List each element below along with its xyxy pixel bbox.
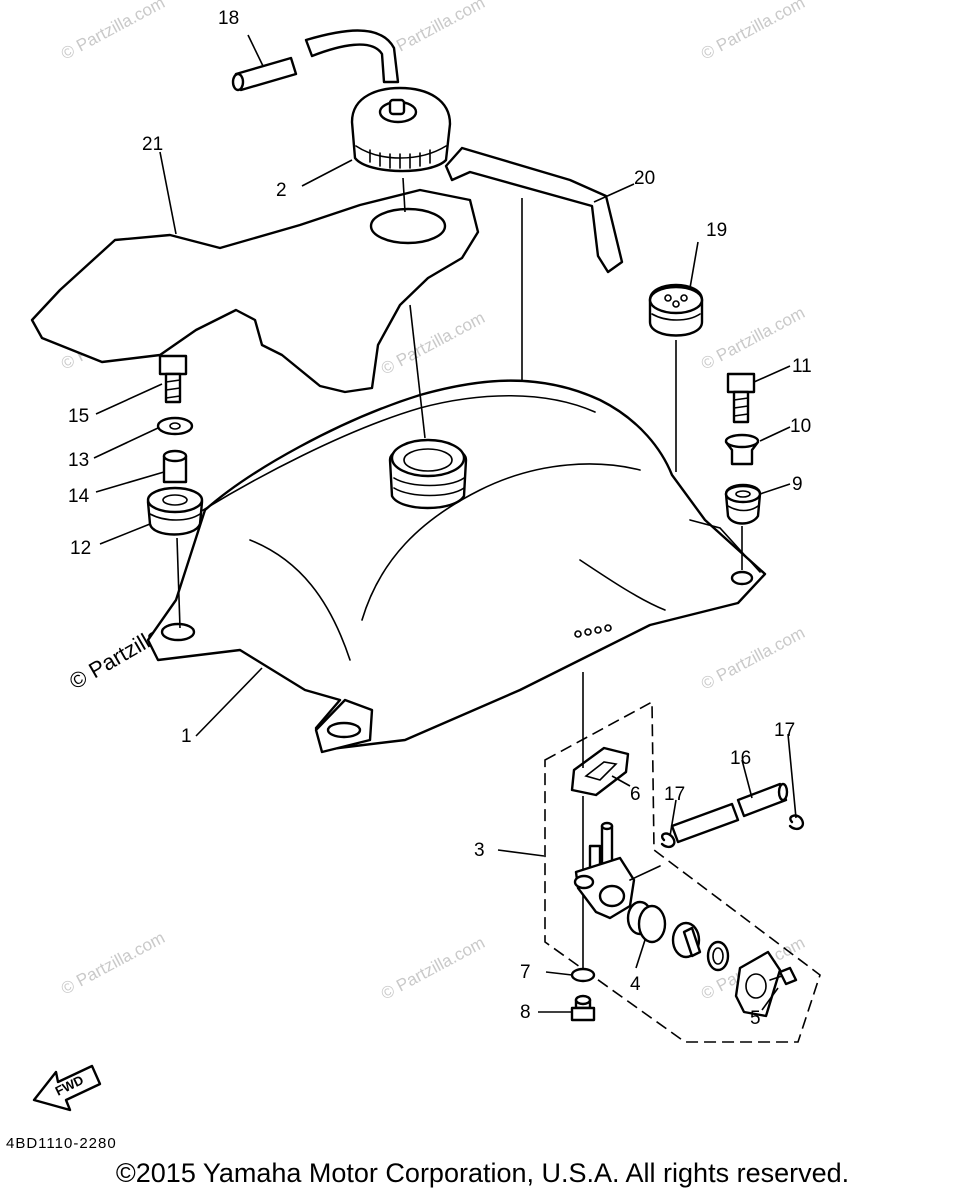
callout-20: 20 — [634, 168, 655, 189]
petcock-cover-plate — [734, 950, 782, 1018]
part-18-hose-short — [234, 56, 298, 92]
hose-end — [777, 782, 789, 802]
callout-8: 8 — [520, 1002, 531, 1023]
copyright-notice: ©2015 Yamaha Motor Corporation, U.S.A. A… — [115, 1158, 850, 1188]
hose-end — [231, 72, 245, 92]
gasket-hole — [584, 761, 618, 781]
part-11-bolt — [726, 372, 756, 424]
part-15-bolt — [158, 354, 188, 404]
part-4-valve — [637, 904, 667, 944]
callout-17: 17 — [774, 720, 795, 741]
watermark: © Partzilla.com — [698, 623, 808, 694]
part-8-drain-bolt — [570, 994, 596, 1022]
callout-19: 19 — [706, 220, 727, 241]
plate-hole — [369, 207, 447, 245]
fwd-arrow-icon: FWD — [32, 1064, 102, 1112]
seal-hole — [712, 947, 724, 965]
callout-17: 17 — [664, 784, 685, 805]
watermark: © Partzilla.com — [378, 308, 488, 379]
callout-11: 11 — [792, 356, 812, 377]
callout-12: 12 — [70, 538, 91, 559]
callout-16: 16 — [730, 748, 751, 769]
callout-21: 21 — [142, 134, 163, 155]
petcock-seal — [706, 940, 730, 972]
callout-3: 3 — [474, 840, 485, 861]
part-21-plate — [30, 188, 480, 394]
part-9-damper — [724, 483, 762, 525]
part-7-washer — [570, 967, 596, 983]
part-5-screw — [778, 966, 798, 986]
petcock-group-boundary — [544, 700, 821, 1043]
part-2-fuel-cap — [350, 86, 452, 173]
part-13-washer — [156, 416, 194, 436]
leader-cap-to-plate — [402, 177, 406, 213]
leader-neck — [409, 304, 426, 439]
callout-5: 5 — [750, 1008, 761, 1029]
petcock-lever — [671, 921, 702, 959]
cover-plate-center — [745, 973, 767, 999]
callout-2: 2 — [276, 180, 287, 201]
callout-14: 14 — [68, 486, 90, 507]
part-12-damper — [146, 486, 204, 536]
part-1-fuel-tank — [146, 379, 767, 754]
part-16-hose-left — [670, 802, 740, 844]
part-16-hose-right — [736, 782, 788, 818]
callout-leaders — [93, 34, 797, 1013]
part-20-bracket — [444, 146, 624, 274]
collar-top — [724, 433, 760, 449]
callout-13: 13 — [68, 450, 89, 471]
callout-9: 9 — [792, 474, 803, 495]
diagram-code: 4BD1110-2280 — [6, 1135, 117, 1152]
screw-shank — [769, 975, 783, 981]
watermark: © Partzilla.com — [698, 0, 808, 64]
part-18-hose-long — [304, 29, 400, 84]
leader-damper — [176, 537, 181, 629]
callout-10: 10 — [790, 416, 811, 437]
part-3-petcock — [573, 821, 661, 920]
callout-6: 6 — [630, 784, 641, 805]
part-17-clip-left — [660, 832, 676, 849]
part-6-gasket — [570, 746, 630, 797]
watermark: © Partzilla.com — [58, 0, 168, 64]
collar-top — [162, 449, 188, 463]
part-19-grommet — [648, 283, 704, 337]
callout-labels: 1 2 3 4 5 6 7 8 9 10 11 12 13 14 15 16 1… — [68, 8, 812, 1029]
watermark: © Partzilla.com — [58, 928, 168, 999]
callout-18: 18 — [218, 8, 239, 29]
washer-hole — [169, 422, 181, 430]
callout-7: 7 — [520, 962, 531, 983]
watermark: © Partzilla.com — [378, 933, 488, 1004]
callout-4: 4 — [630, 974, 641, 995]
callout-1: 1 — [181, 726, 192, 747]
part-17-clip-right — [788, 814, 805, 831]
callout-15: 15 — [68, 406, 89, 427]
